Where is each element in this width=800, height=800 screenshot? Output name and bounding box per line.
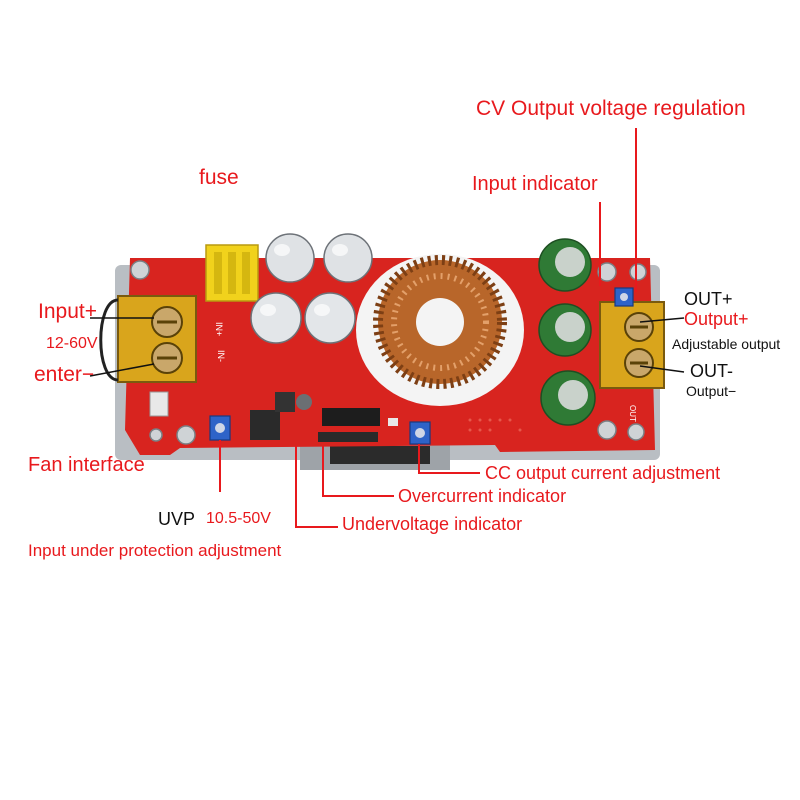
- screw-icon: [130, 260, 647, 445]
- out-minus-label: OUT-: [690, 361, 733, 381]
- ic-chips: [149, 391, 398, 442]
- cc-adjustment-label: CC output current adjustment: [485, 463, 721, 483]
- input-under-protection-label: Input under protection adjustment: [28, 541, 282, 560]
- cv-regulation-label: CV Output voltage regulation: [476, 97, 746, 120]
- fuse-icon: [205, 244, 259, 302]
- toroid-coil-icon: [356, 254, 524, 406]
- overcurrent-indicator-label: Overcurrent indicator: [398, 486, 567, 506]
- output-terminal: [599, 301, 665, 389]
- enter-minus-label: enter−: [34, 363, 95, 386]
- input-indicator-label: Input indicator: [472, 173, 598, 195]
- input-plus-label: Input+: [38, 300, 97, 323]
- adjustable-output-label: Adjustable output: [672, 336, 781, 352]
- silk-in-minus: IN-: [216, 350, 226, 362]
- output-plus-label: Output+: [684, 309, 749, 329]
- output-minus-label: Output−: [686, 383, 737, 399]
- input-range-label: 12-60V: [46, 335, 98, 352]
- fuse-label: fuse: [199, 166, 239, 189]
- undervoltage-indicator-label: Undervoltage indicator: [342, 514, 523, 534]
- silk-in-plus: IN+: [214, 322, 224, 336]
- uvp-label: UVP: [158, 509, 196, 529]
- silk-out: OUT: [628, 405, 637, 422]
- out-plus-label: OUT+: [684, 289, 733, 309]
- uvp-range-label: 10.5-50V: [206, 510, 271, 527]
- fan-interface-label: Fan interface: [28, 454, 145, 476]
